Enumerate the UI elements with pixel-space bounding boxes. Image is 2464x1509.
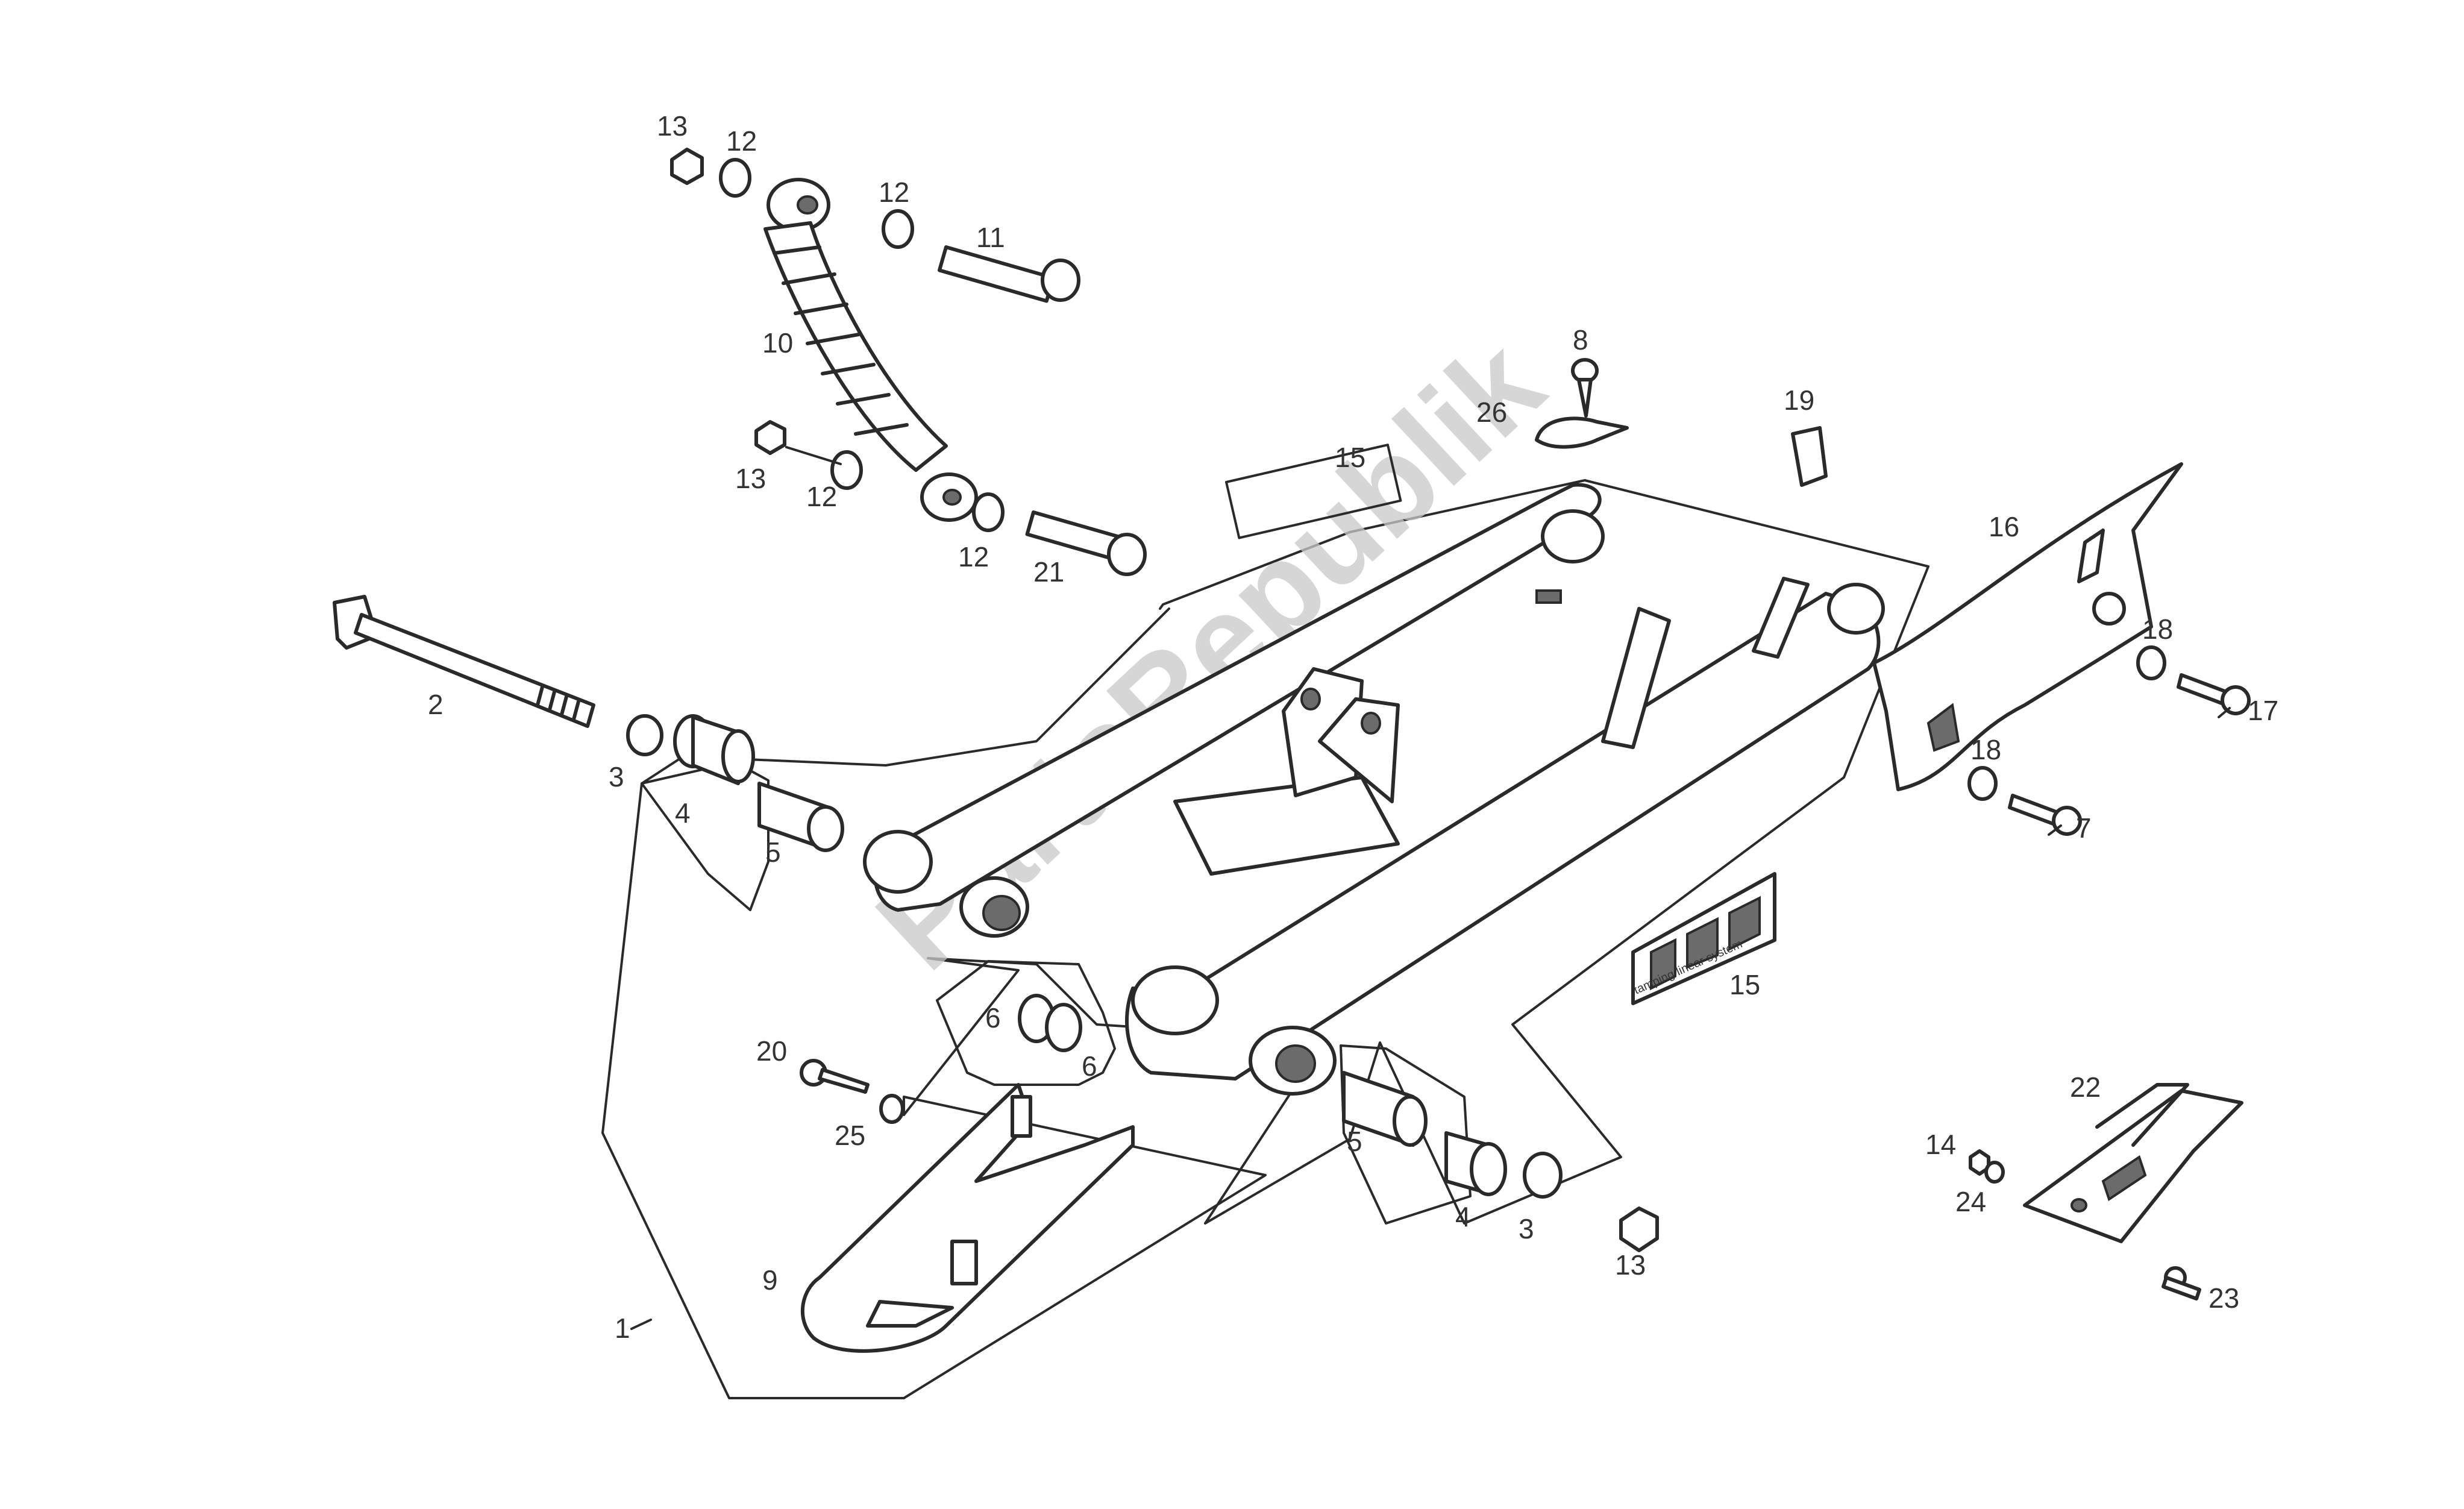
callout-13-c: 13 <box>1615 1249 1646 1281</box>
spacer-5-right <box>1342 1071 1428 1147</box>
callout-22: 22 <box>2070 1071 2101 1103</box>
callout-5-left: 5 <box>765 836 781 868</box>
callout-12-d: 12 <box>958 541 989 573</box>
callout-14: 14 <box>1925 1129 1956 1160</box>
screw-7 <box>2008 794 2082 836</box>
washer-6-b <box>1045 1003 1082 1052</box>
callout-12-c: 12 <box>806 481 837 512</box>
callout-24: 24 <box>1955 1186 1986 1217</box>
callout-26: 26 <box>1476 397 1507 428</box>
callout-11: 11 <box>976 222 1005 253</box>
callout-15-side: 15 <box>1729 969 1760 1000</box>
washer-12-top-right <box>882 209 914 249</box>
callout-16: 16 <box>1989 511 2019 542</box>
swingarm-frame <box>863 483 1885 1096</box>
callout-18-b: 18 <box>1970 734 2001 765</box>
bushing-4-left <box>673 714 755 785</box>
washer-18-b <box>1967 766 1998 801</box>
callout-21: 21 <box>1033 556 1064 588</box>
callout-10: 10 <box>762 327 793 359</box>
washer-12-bottom <box>972 492 1005 532</box>
callout-13-a: 13 <box>657 110 688 142</box>
nut-13-bottom <box>1619 1206 1659 1252</box>
washer-12-top-left <box>719 158 751 198</box>
callout-3-left: 3 <box>609 761 624 792</box>
callout-23: 23 <box>2209 1282 2239 1314</box>
nut-13-top <box>670 148 704 185</box>
shock-absorber <box>763 178 978 522</box>
callout-4-left: 4 <box>675 797 691 829</box>
callout-6-b: 6 <box>1082 1050 1097 1082</box>
callout-15-top: 15 <box>1335 442 1365 473</box>
bushing-4-right <box>1444 1131 1507 1196</box>
callouts: 1 2 3 3 4 4 5 5 6 6 7 8 9 10 11 12 12 12… <box>428 110 2278 1344</box>
clip-19 <box>1791 426 1828 487</box>
washer-group-6-outline <box>936 960 1116 1086</box>
washer-25 <box>879 1094 904 1124</box>
chain-guard-16 <box>1872 462 2183 791</box>
callout-12-a: 12 <box>726 125 757 157</box>
callout-12-b: 12 <box>879 177 909 208</box>
callout-6-a: 6 <box>985 1002 1001 1034</box>
screw-8 <box>1571 358 1599 418</box>
callout-25: 25 <box>835 1120 865 1151</box>
callout-9: 9 <box>762 1264 778 1296</box>
washer-24 <box>1984 1161 2005 1184</box>
callout-7: 7 <box>2076 812 2092 844</box>
bushing-group-right-outline <box>1340 1044 1472 1225</box>
chain-slider-9 <box>800 1083 1135 1353</box>
leader-lines <box>630 446 2231 1330</box>
callout-13-b: 13 <box>735 463 766 494</box>
callout-17: 17 <box>2248 695 2278 726</box>
callout-19: 19 <box>1784 384 1814 416</box>
callout-5-right: 5 <box>1347 1126 1362 1157</box>
callout-20: 20 <box>756 1035 787 1067</box>
screw-23 <box>2161 1266 2201 1300</box>
decal-15-top <box>1224 444 1402 539</box>
bolt-21 <box>1025 510 1147 576</box>
nut-13-mid <box>754 420 786 455</box>
guide-plate-22 <box>2023 1083 2243 1243</box>
callout-4-right: 4 <box>1455 1201 1471 1232</box>
washer-18-a <box>2136 645 2166 680</box>
bolt-11 <box>937 245 1080 303</box>
clip-26 <box>1535 416 1629 449</box>
axle-bolt-2 <box>333 595 595 728</box>
callout-18-a: 18 <box>2142 613 2173 645</box>
callout-1: 1 <box>615 1313 630 1344</box>
screw-17 <box>2177 673 2251 715</box>
screw-20 <box>800 1059 870 1094</box>
spacer-5-left <box>757 782 844 852</box>
washer-12-mid <box>830 450 863 490</box>
callout-3-right: 3 <box>1519 1213 1534 1244</box>
callout-8: 8 <box>1573 324 1588 356</box>
callout-2: 2 <box>428 689 444 720</box>
assembly-outline <box>601 479 1930 1399</box>
washer-3-right <box>1523 1152 1563 1199</box>
washer-3-left <box>626 714 663 756</box>
